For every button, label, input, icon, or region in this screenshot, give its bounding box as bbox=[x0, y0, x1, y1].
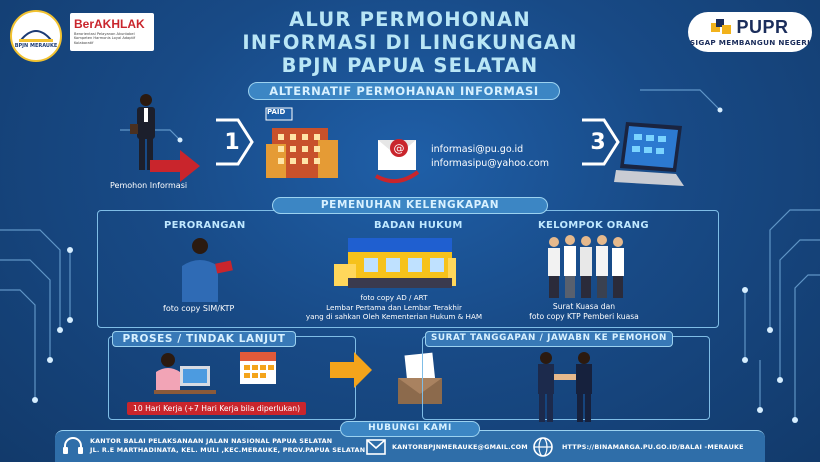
section-header-hubungi: HUBUNGI KAMI bbox=[340, 421, 480, 437]
badan-hukum-title: BADAN HUKUM bbox=[374, 220, 463, 231]
bpjn-logo: BPJN MERAUKE bbox=[10, 10, 62, 62]
email-list: informasi@pu.go.id informasipu@yahoo.com bbox=[431, 143, 549, 171]
requester-person-icon bbox=[130, 94, 155, 170]
contact-website[interactable]: HTTPS://BINAMARGA.PU.GO.ID/BALAI -MERAUK… bbox=[562, 443, 744, 451]
address-line-2: JL. R.E MARTHADINATA, KEL. MULI ,KEC.MER… bbox=[90, 446, 366, 454]
title-line-2: INFORMASI DI LINGKUNGAN bbox=[242, 31, 578, 54]
requester-label: Pemohon Informasi bbox=[110, 181, 188, 190]
address-line-1: KANTOR BALAI PELAKSANAAN JALAN NASIONAL … bbox=[90, 437, 333, 445]
kelompok-title: KELOMPOK ORANG bbox=[538, 220, 649, 231]
kelompok-docs: Surat Kuasa dan foto copy KTP Pemberi ku… bbox=[522, 302, 646, 322]
step-3-arrow-icon bbox=[582, 118, 620, 166]
arrow-right-icon bbox=[150, 150, 200, 182]
mail-icon bbox=[366, 439, 386, 455]
paid-sign: PAID bbox=[267, 108, 286, 116]
badan-hukum-doc-1: foto copy AD / ART bbox=[360, 293, 428, 302]
step-1-arrow-icon bbox=[216, 118, 254, 166]
office-address: KANTOR BALAI PELAKSANAAN JALAN NASIONAL … bbox=[90, 437, 365, 455]
laptop-icon bbox=[614, 122, 684, 186]
pupr-logo: PUPR SIGAP MEMBANGUN NEGERI bbox=[688, 12, 812, 52]
pupr-tagline: SIGAP MEMBANGUN NEGERI bbox=[689, 38, 811, 47]
perorangan-title: PERORANGAN bbox=[164, 220, 246, 231]
pupr-emblem-icon bbox=[711, 18, 732, 34]
office-worker-icon bbox=[154, 353, 216, 394]
person-with-id-icon bbox=[182, 238, 233, 302]
letter-envelope-icon bbox=[398, 352, 442, 404]
kelompok-doc-2: foto copy KTP Pemberi kuasa bbox=[529, 312, 639, 321]
duration-badge: 10 Hari Kerja (+7 Hari Kerja bila diperl… bbox=[127, 402, 307, 415]
berakhlak-logo-text: BerAKHLAK bbox=[74, 17, 145, 31]
kelompok-doc-1: Surat Kuasa dan bbox=[552, 302, 616, 311]
section-header-surat: SURAT TANGGAPAN / JAWABN KE PEMOHON bbox=[425, 331, 673, 347]
contact-email[interactable]: KANTORBPJNMERAUKE@GMAIL.COM bbox=[392, 443, 528, 451]
perorangan-doc: foto copy SIM/KTP bbox=[163, 304, 235, 313]
page-title: ALUR PERMOHONAN INFORMASI DI LINGKUNGAN … bbox=[190, 8, 630, 77]
headset-icon bbox=[63, 437, 83, 454]
globe-icon bbox=[533, 437, 553, 457]
email-envelope-icon: @ bbox=[375, 139, 420, 184]
section-header-alternatif: ALTERNATIF PERMOHANAN INFORMASI bbox=[248, 82, 560, 100]
arrow-right-orange-icon bbox=[330, 352, 372, 388]
title-line-3: BPJN PAPUA SELATAN bbox=[281, 54, 539, 77]
badan-hukum-docs: foto copy AD / ART Lembar Pertama dan Le… bbox=[300, 293, 488, 322]
title-line-1: ALUR PERMOHONAN bbox=[289, 8, 531, 31]
company-building-icon bbox=[334, 238, 456, 288]
section-header-pemenuhan: PEMENUHAN KELENGKAPAN bbox=[272, 197, 548, 214]
svg-text:@: @ bbox=[394, 142, 405, 155]
email-pu[interactable]: informasi@pu.go.id bbox=[431, 144, 524, 155]
office-building-icon bbox=[265, 107, 338, 178]
berakhlak-tagline: Berorientasi Pelayanan Akuntabel Kompete… bbox=[74, 32, 136, 45]
handshake-icon bbox=[538, 352, 592, 422]
step-1-number: 1 bbox=[224, 129, 240, 155]
bridge-icon bbox=[19, 30, 53, 43]
group-of-people-icon bbox=[548, 235, 624, 298]
calendar-icon bbox=[240, 352, 276, 384]
pupr-brand: PUPR bbox=[736, 17, 789, 37]
step-3-number: 3 bbox=[590, 129, 606, 155]
bpjn-logo-text: BPJN MERAUKE bbox=[14, 43, 58, 50]
email-yahoo[interactable]: informasipu@yahoo.com bbox=[431, 158, 550, 169]
badan-hukum-doc-2: Lembar Pertama dan Lembar Terakhir bbox=[326, 302, 462, 312]
badan-hukum-doc-3: yang di sahkan Oleh Kementerian Hukum & … bbox=[305, 312, 483, 321]
section-header-proses: PROSES / TINDAK LANJUT bbox=[112, 331, 296, 347]
berakhlak-logo: BerAKHLAK Berorientasi Pelayanan Akuntab… bbox=[70, 13, 154, 51]
